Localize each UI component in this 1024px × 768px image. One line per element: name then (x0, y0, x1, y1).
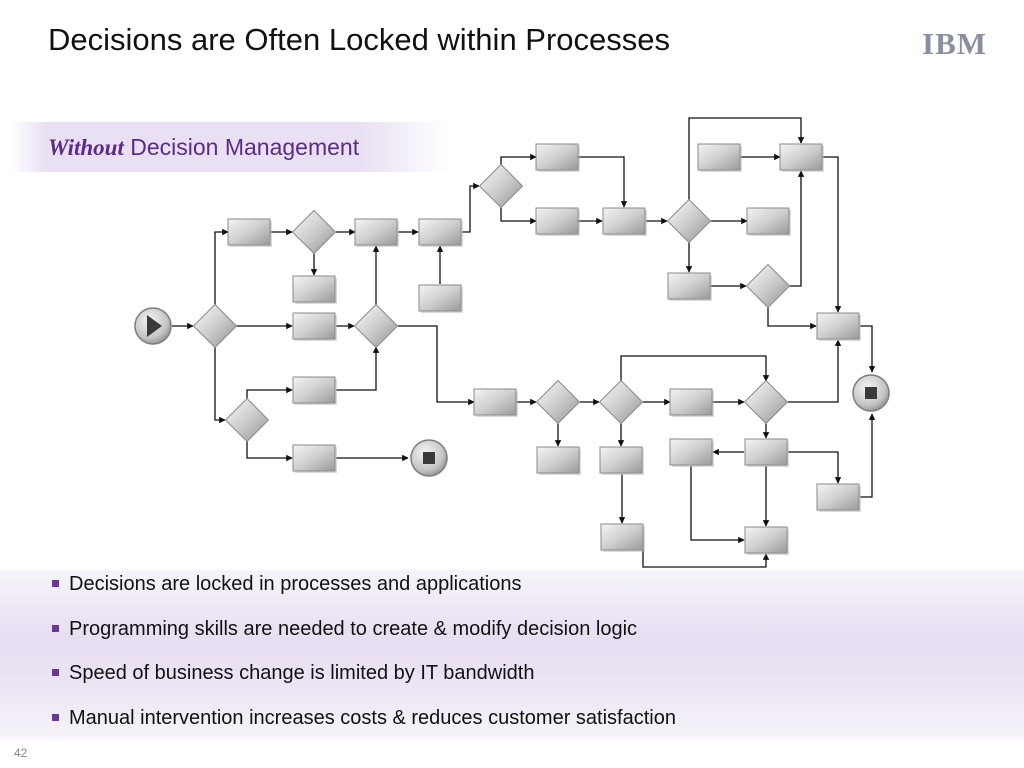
connector-arrow (788, 339, 842, 403)
task-box (292, 312, 336, 340)
task-box (418, 218, 462, 246)
task-box (292, 275, 336, 303)
connector-arrow (500, 207, 537, 225)
task-box (816, 483, 860, 511)
task-box (667, 272, 711, 300)
bullet-item: Speed of business change is limited by I… (52, 661, 676, 706)
subtitle-banner: Without Decision Management (10, 122, 450, 172)
task-box (779, 143, 823, 171)
gateway-diamond (478, 163, 524, 209)
bullet-item: Decisions are locked in processes and ap… (52, 572, 676, 617)
connector-arrow (398, 325, 475, 406)
task-box (227, 218, 271, 246)
connector-arrow (788, 451, 842, 484)
connector-arrow (500, 153, 537, 165)
task-box (292, 444, 336, 472)
connector-arrow (214, 347, 226, 424)
connector-arrow (578, 156, 628, 208)
ibm-logo: IBM (922, 26, 987, 62)
task-box (744, 526, 788, 554)
connector-arrow (688, 117, 805, 200)
connector-arrow (246, 441, 293, 462)
flow-shapes (134, 143, 890, 555)
connector-arrow (336, 346, 380, 391)
gateway-diamond (743, 379, 789, 425)
gateway-diamond (535, 379, 581, 425)
task-box (292, 376, 336, 404)
task-box (473, 388, 517, 416)
task-box (744, 438, 788, 466)
connector-arrow (246, 386, 293, 399)
gateway-diamond (291, 209, 337, 255)
connector-arrow (789, 170, 805, 287)
stop-icon (865, 387, 877, 399)
gateway-diamond (666, 198, 712, 244)
connector-arrow (214, 228, 229, 305)
task-box (535, 207, 579, 235)
bullet-list: Decisions are locked in processes and ap… (52, 572, 676, 750)
task-box (669, 438, 713, 466)
connector-arrow (462, 182, 480, 233)
banner-rest: Decision Management (123, 134, 360, 160)
connector-arrow (620, 355, 770, 382)
gateway-diamond (598, 379, 644, 425)
task-box (418, 284, 462, 312)
task-box (697, 143, 741, 171)
gateway-diamond (192, 303, 238, 349)
connector-arrow (860, 413, 876, 498)
task-box (536, 446, 580, 474)
task-box (602, 207, 646, 235)
gateway-diamond (745, 263, 791, 309)
task-box (746, 207, 790, 235)
gateway-diamond (353, 303, 399, 349)
connectors (172, 117, 876, 568)
connector-arrow (822, 156, 842, 313)
connector-arrow (767, 307, 817, 330)
task-box (535, 143, 579, 171)
task-box (669, 388, 713, 416)
gateway-diamond (224, 397, 270, 443)
task-box (354, 218, 398, 246)
task-box (599, 446, 643, 474)
task-box (816, 312, 860, 340)
slide-title: Decisions are Often Locked within Proces… (48, 22, 671, 57)
stop-icon (423, 452, 435, 464)
page-number: 42 (14, 746, 28, 760)
bullets-background (0, 570, 1024, 740)
connector-arrow (860, 325, 876, 373)
bullet-item: Programming skills are needed to create … (52, 617, 676, 662)
bullet-item: Manual intervention increases costs & re… (52, 706, 676, 751)
connector-arrow (690, 466, 745, 544)
play-icon (147, 315, 162, 337)
banner-emphasis: Without (48, 135, 124, 160)
banner-text: Without Decision Management (48, 134, 359, 161)
task-box (600, 523, 644, 551)
